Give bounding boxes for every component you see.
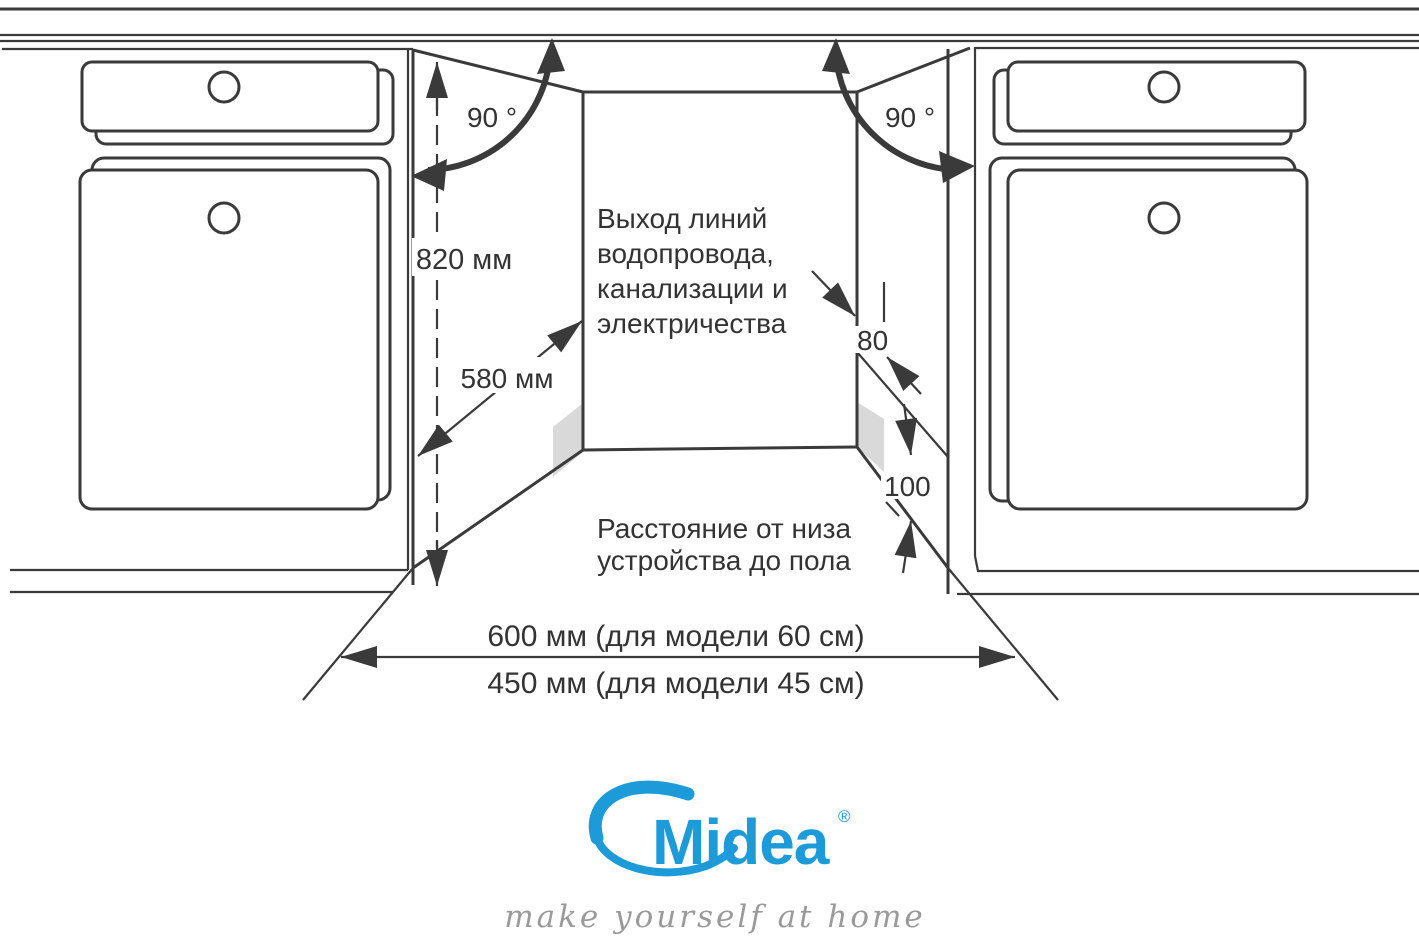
- offset-bottom-label-bg: [881, 472, 936, 499]
- utility-lines-note: Выход линий водопровода, канализации и э…: [597, 203, 788, 339]
- offset-dash: [885, 501, 900, 517]
- width-label-60: 600 мм (для модели 60 см): [487, 620, 864, 653]
- arc-arrowhead-right-bottom: [939, 151, 975, 183]
- offset-bottom-arrow-upper: [895, 403, 918, 456]
- midea-logo: Midea ®: [588, 780, 851, 878]
- left-drawer-knob: [207, 70, 241, 104]
- height-label: 820 мм: [416, 244, 512, 276]
- offset-bottom-label: 100: [884, 471, 931, 502]
- left-cabinet: [78, 60, 395, 511]
- width-label-45: 450 мм (для модели 45 см): [487, 667, 864, 700]
- left-door-knob: [207, 201, 241, 235]
- arc-arrowhead-left-top: [537, 38, 565, 74]
- utility-note-line1: Выход линий: [597, 203, 767, 234]
- offset-back-arrow: [886, 356, 922, 395]
- arc-arrowhead-right-top: [822, 38, 850, 74]
- utility-note-line3: канализации и: [597, 273, 788, 304]
- brand-tagline: make yourself at home: [504, 899, 925, 935]
- utility-zone-top-line: [856, 351, 949, 458]
- right-door-front: [1006, 168, 1309, 511]
- niche-right-wall-top-edge: [856, 46, 971, 94]
- logo-swoosh-tail-icon: [593, 834, 738, 877]
- utility-note-line4: электричества: [597, 308, 787, 339]
- logo-swoosh-icon: [588, 780, 695, 845]
- niche-floor-right-junction: [855, 446, 950, 569]
- registered-mark: ®: [838, 807, 851, 826]
- height-label-bg: [412, 238, 516, 276]
- right-drawer-knob: [1147, 70, 1181, 104]
- door-swing-arc-right: [834, 63, 959, 173]
- niche-left-wall-top-edge: [412, 48, 584, 94]
- arc-arrowhead-left-bottom: [411, 159, 447, 191]
- left-door-front: [78, 168, 380, 511]
- extension-line-left: [302, 567, 414, 701]
- logo-wordmark: Midea: [652, 806, 830, 878]
- floor-note-line2: устройства до пола: [597, 545, 851, 576]
- right-cabinet: [988, 60, 1309, 511]
- leader-arrow-to-corner: [811, 270, 856, 317]
- niche-floor-left-junction: [412, 448, 584, 570]
- extension-line-right: [947, 567, 1059, 701]
- door-swing-arc-left: [427, 63, 552, 173]
- niche-floor-back-edge: [582, 445, 858, 452]
- depth-label: 580 мм: [461, 363, 554, 394]
- offset-bottom-arrow-lower: [894, 520, 917, 574]
- right-toe-kick-step: [973, 555, 980, 572]
- utility-note-line2: водопровода,: [597, 238, 774, 269]
- utility-zone-right-patch: [857, 402, 884, 472]
- right-door-knob: [1147, 201, 1181, 235]
- floor-note-line1: Расстояние от низа: [597, 513, 852, 544]
- offset-back-label-bg: [853, 326, 895, 353]
- angle-label-right: 90 °: [885, 102, 935, 133]
- angle-label-left: 90 °: [467, 102, 517, 133]
- offset-back-label: 80: [857, 325, 888, 356]
- depth-label-bg: [455, 357, 559, 393]
